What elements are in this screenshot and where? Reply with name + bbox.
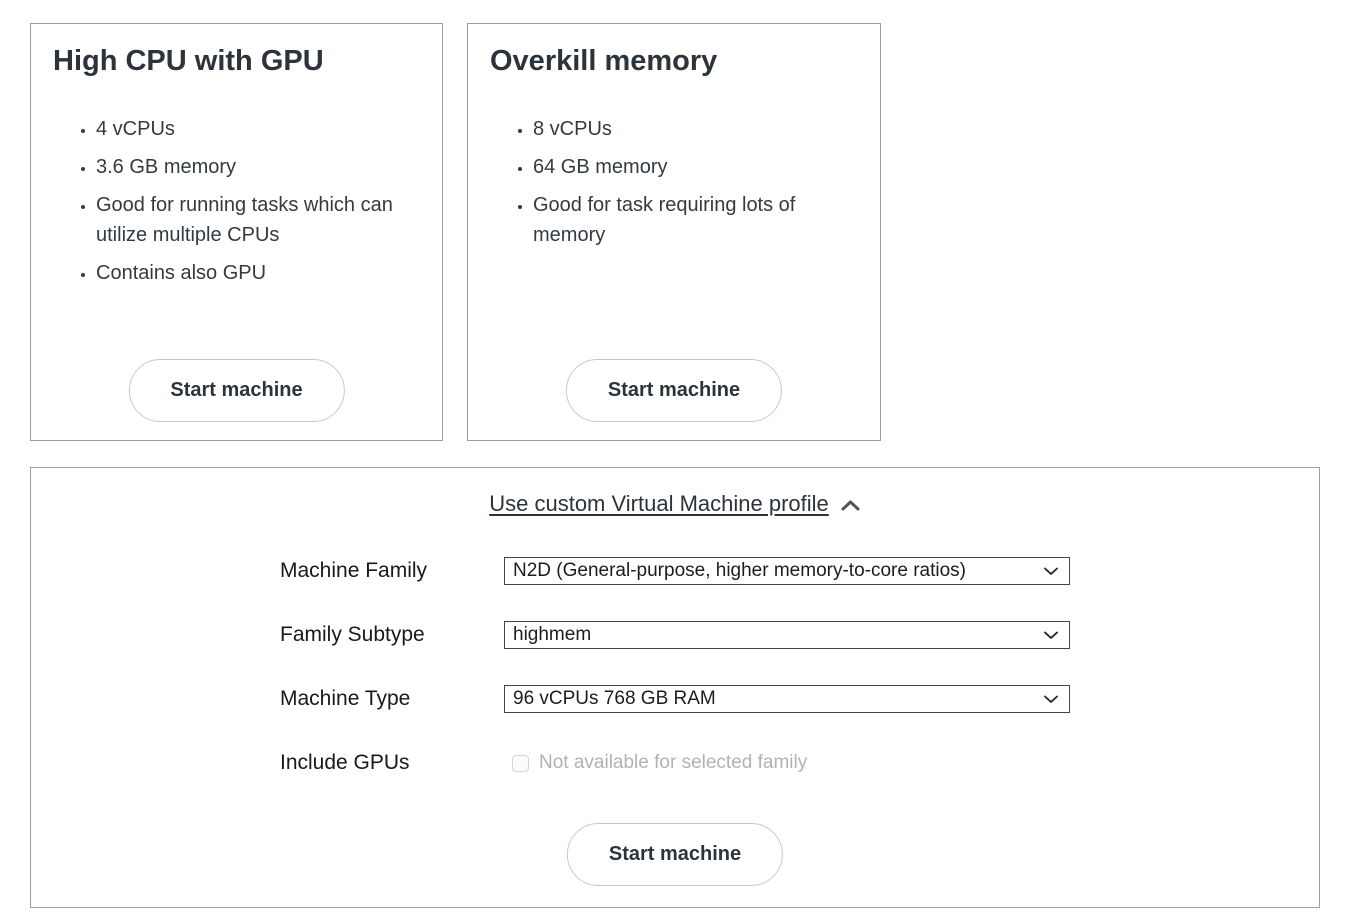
form-row-include-gpus: Include GPUs Not available for selected … <box>280 749 1070 777</box>
preset-card-high-cpu-gpu: High CPU with GPU 4 vCPUs 3.6 GB memory … <box>30 23 443 441</box>
chevron-up-icon[interactable] <box>840 499 861 512</box>
custom-profile-panel: Use custom Virtual Machine profile Machi… <box>30 467 1320 908</box>
include-gpus-disabled-note: Not available for selected family <box>539 752 808 773</box>
feature-item: Good for task requiring lots of memory <box>533 190 854 250</box>
machine-family-value: N2D (General-purpose, higher memory-to-c… <box>513 560 966 581</box>
feature-item: 8 vCPUs <box>533 114 854 144</box>
custom-profile-toggle-link[interactable]: Use custom Virtual Machine profile <box>489 491 829 516</box>
machine-family-label: Machine Family <box>280 559 428 582</box>
custom-profile-form: Machine Family N2D (General-purpose, hig… <box>280 557 1070 777</box>
card-feature-list: 4 vCPUs 3.6 GB memory Good for running t… <box>53 114 416 288</box>
start-machine-button[interactable]: Start machine <box>128 359 345 422</box>
family-subtype-label: Family Subtype <box>280 623 425 646</box>
family-subtype-value: highmem <box>513 624 592 645</box>
machine-type-value: 96 vCPUs 768 GB RAM <box>513 688 716 709</box>
start-machine-button[interactable]: Start machine <box>566 823 784 886</box>
card-title: High CPU with GPU <box>53 45 324 77</box>
include-gpus-label: Include GPUs <box>280 751 410 774</box>
chevron-down-icon <box>1043 566 1059 576</box>
feature-item: Good for running tasks which can utilize… <box>96 190 416 250</box>
form-row-family-subtype: Family Subtype highmem <box>280 621 1070 649</box>
form-row-machine-type: Machine Type 96 vCPUs 768 GB RAM <box>280 685 1070 713</box>
machine-type-label: Machine Type <box>280 687 411 710</box>
start-machine-button[interactable]: Start machine <box>565 359 783 422</box>
feature-item: Contains also GPU <box>96 258 416 288</box>
include-gpus-field: Not available for selected family <box>504 752 807 774</box>
preset-card-overkill-memory: Overkill memory 8 vCPUs 64 GB memory Goo… <box>467 23 881 441</box>
feature-item: 64 GB memory <box>533 152 854 182</box>
chevron-down-icon <box>1043 630 1059 640</box>
chevron-down-icon <box>1043 694 1059 704</box>
feature-item: 4 vCPUs <box>96 114 416 144</box>
card-feature-list: 8 vCPUs 64 GB memory Good for task requi… <box>490 114 854 250</box>
machine-type-select[interactable]: 96 vCPUs 768 GB RAM <box>504 685 1070 713</box>
include-gpus-checkbox <box>512 754 529 772</box>
custom-profile-toggle: Use custom Virtual Machine profile <box>31 491 1319 517</box>
family-subtype-select[interactable]: highmem <box>504 621 1070 649</box>
card-title: Overkill memory <box>490 45 718 77</box>
machine-family-select[interactable]: N2D (General-purpose, higher memory-to-c… <box>504 557 1070 585</box>
feature-item: 3.6 GB memory <box>96 152 416 182</box>
form-row-machine-family: Machine Family N2D (General-purpose, hig… <box>280 557 1070 585</box>
